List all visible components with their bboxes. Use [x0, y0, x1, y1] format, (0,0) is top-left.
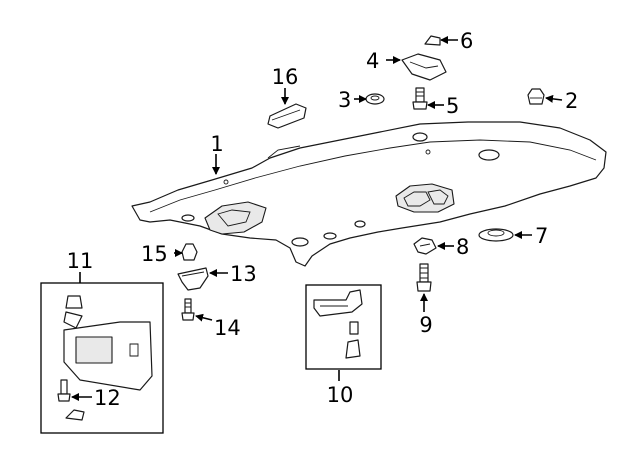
callout-14: 14: [214, 316, 241, 340]
callout-2: 2: [565, 89, 578, 113]
callout-7: 7: [535, 224, 548, 248]
part-10-box: [305, 284, 382, 370]
part-12-bolt: [57, 379, 71, 402]
callout-10: 10: [327, 383, 354, 407]
callout-11: 11: [67, 249, 94, 273]
callout-8: 8: [456, 235, 469, 259]
part-9-bolt: [416, 263, 432, 292]
callout-13: 13: [230, 262, 257, 286]
callout-3: 3: [338, 88, 351, 112]
callout-6: 6: [460, 29, 473, 53]
part-3-cap: [365, 93, 385, 105]
part-6-clip: [424, 35, 441, 46]
part-8-clip: [413, 237, 437, 255]
callout-9: 9: [419, 313, 432, 337]
part-11-visor-clip: [65, 409, 85, 421]
part-15-clip: [181, 243, 198, 261]
part-5-bolt: [412, 87, 428, 110]
part-11-box: [40, 282, 164, 434]
headliner-panel: [131, 121, 607, 267]
callout-16: 16: [272, 65, 299, 89]
callout-12: 12: [94, 386, 121, 410]
callout-15: 15: [141, 242, 168, 266]
part-16-light: [267, 103, 307, 129]
part-10-grab-handle: [313, 289, 363, 359]
callout-4: 4: [366, 49, 379, 73]
callout-1: 1: [210, 132, 223, 156]
part-11-sun-visor: [63, 295, 153, 391]
part-2-clip: [527, 88, 545, 105]
callout-5: 5: [446, 94, 459, 118]
part-13-bezel: [177, 267, 209, 291]
part-7-grommet: [478, 228, 514, 242]
part-4-bracket: [401, 53, 447, 81]
part-14-bolt: [181, 298, 195, 321]
